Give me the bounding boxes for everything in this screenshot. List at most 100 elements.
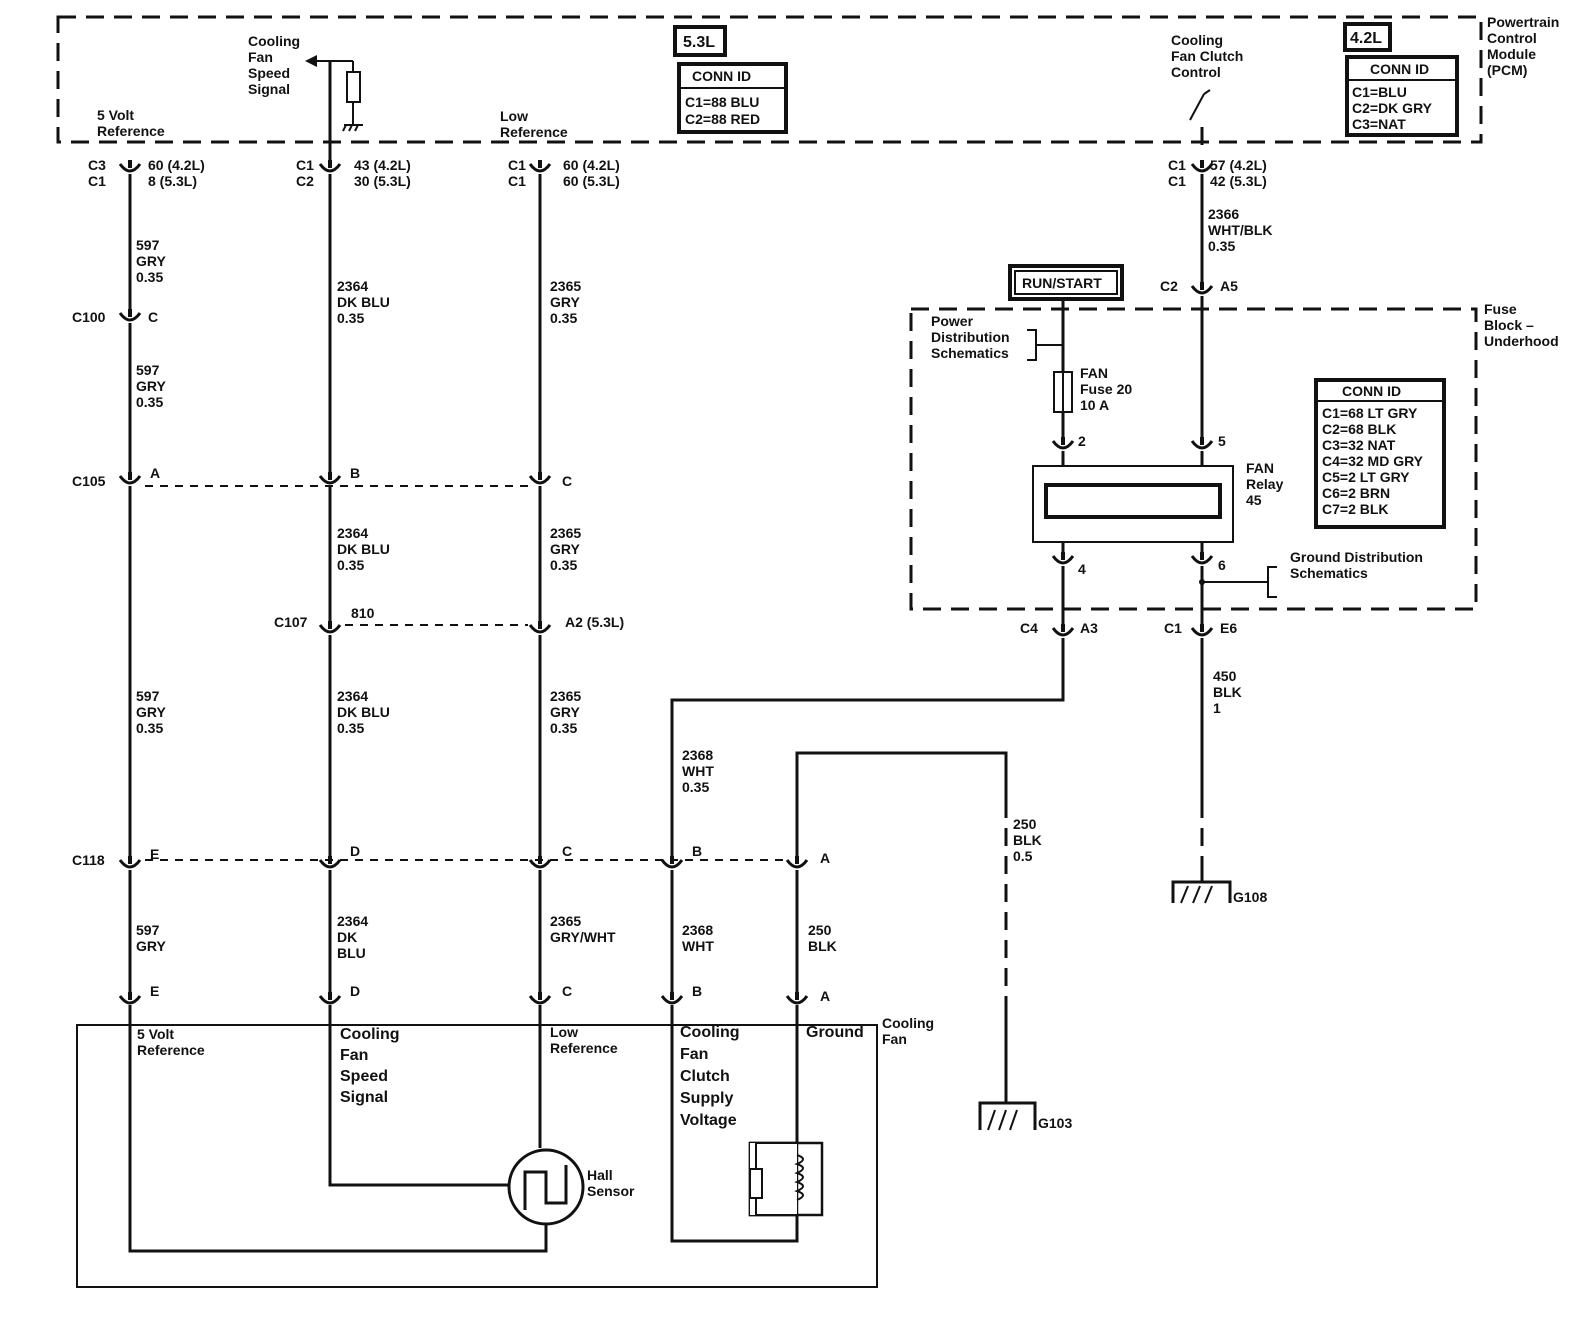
connector-cavity <box>1051 552 1075 566</box>
connector-cavity <box>118 160 142 174</box>
ground-g103-label: G103 <box>1038 1115 1072 1131</box>
fan-clutch-coil <box>748 1141 824 1217</box>
fb-c2-label: C2 <box>1160 278 1178 294</box>
ground-dist-bracket <box>1267 566 1277 598</box>
connector-cavity <box>118 992 142 1006</box>
connector-cavity <box>1190 282 1214 296</box>
connector-cavity <box>318 856 342 870</box>
fan-pin-b: B <box>692 983 702 999</box>
c118-pin-a: A <box>820 850 830 866</box>
relay-pin-5: 5 <box>1218 433 1226 449</box>
c118-label: C118 <box>72 852 105 868</box>
c100-label: C100 <box>72 309 106 325</box>
fan-ground-pin-label: Ground <box>806 1024 864 1041</box>
hall-sensor-waveform <box>523 1165 568 1210</box>
cooling-fan-assembly <box>76 1024 878 1288</box>
fb-a3-label: A3 <box>1080 620 1098 636</box>
ground-g108-label: G108 <box>1233 889 1267 905</box>
relay-pin-6: 6 <box>1218 557 1226 573</box>
c105-pin-c: C <box>562 473 572 489</box>
c105-pin-a: A <box>150 465 160 481</box>
connector-cavity <box>1051 624 1075 638</box>
connector-cavity <box>660 992 684 1006</box>
engine-42-tag: 4.2L <box>1350 30 1382 47</box>
pcm-enclosure <box>56 15 1483 144</box>
ground-g103 <box>978 1101 1037 1131</box>
run-start-label: RUN/START <box>1022 275 1102 291</box>
fb-conn-id-5: C5=2 LT GRY <box>1322 469 1410 485</box>
connector-cavity <box>118 856 142 870</box>
pcm-low-pin-numbers: 60 (4.2L)60 (5.3L) <box>563 157 620 189</box>
c118-pin-e: E <box>150 846 159 862</box>
engine-53-tag: 5.3L <box>683 34 715 51</box>
pcm-42-conn-table: 4.2L CONN ID C1=BLU C2=DK GRY C3=NAT <box>1343 22 1459 137</box>
fuse-block-enclosure <box>909 307 1478 611</box>
c100-pin: C <box>148 309 158 325</box>
pcm-53-conn-table: 5.3L CONN ID C1=88 BLU C2=88 RED <box>673 25 788 134</box>
pcm-clutch-pin-numbers: 57 (4.2L)42 (5.3L) <box>1210 157 1267 189</box>
pcm-53-conn-id-title: CONN ID <box>692 68 751 84</box>
connector-cavity <box>1190 160 1214 174</box>
fan-pin-d: D <box>350 983 360 999</box>
connector-cavity <box>1190 552 1214 566</box>
fb-conn-id-2: C2=68 BLK <box>1322 421 1396 437</box>
pcm-speed-pin-numbers: 43 (4.2L)30 (5.3L) <box>354 157 411 189</box>
relay-pin-4: 4 <box>1078 561 1086 577</box>
connector-cavity <box>528 472 552 486</box>
fb-conn-id-1: C1=68 LT GRY <box>1322 405 1418 421</box>
ground-g108 <box>1171 870 1232 904</box>
relay-pin-2: 2 <box>1078 433 1086 449</box>
connector-cavity <box>528 621 552 635</box>
connector-cavity <box>318 621 342 635</box>
fan-relay-coil <box>1044 483 1222 519</box>
pcm-clutch-driver-switch <box>1189 89 1211 145</box>
fb-conn-id-6: C6=2 BRN <box>1322 485 1390 501</box>
connector-cavity <box>528 160 552 174</box>
c118-pin-c: C <box>562 843 572 859</box>
fb-c4-label: C4 <box>1020 620 1038 636</box>
connector-cavity <box>1190 624 1214 638</box>
power-dist-bracket <box>1027 329 1037 361</box>
fb-conn-id-title: CONN ID <box>1342 383 1401 399</box>
pcm-42-conn-id-1: C1=BLU <box>1352 84 1407 100</box>
c107-label: C107 <box>274 614 308 630</box>
pcm-53-conn-id-2: C2=88 RED <box>685 111 760 127</box>
c118-pin-d: D <box>350 843 360 859</box>
wire-250-route <box>795 751 1008 859</box>
fb-c1-label: C1 <box>1164 620 1182 636</box>
connector-cavity <box>318 160 342 174</box>
connector-cavity <box>118 472 142 486</box>
pcm-42-conn-id-2: C2=DK GRY <box>1352 100 1433 116</box>
fb-conn-id-4: C4=32 MD GRY <box>1322 453 1424 469</box>
connector-symbols <box>118 160 1214 1006</box>
c107-pin-a2: A2 (5.3L) <box>565 614 624 630</box>
pcm-42-conn-id-3: C3=NAT <box>1352 116 1406 132</box>
pcm-53-conn-id-1: C1=88 BLU <box>685 94 759 110</box>
